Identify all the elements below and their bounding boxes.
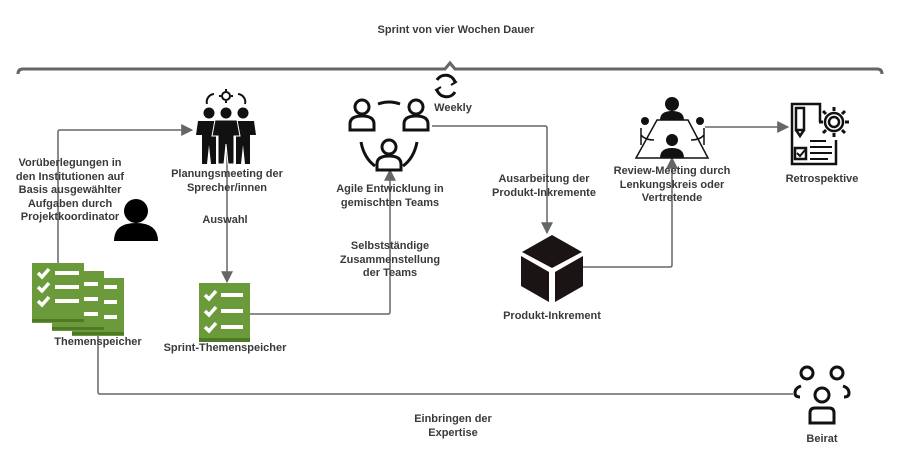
edge-label-ausarbeitung: Ausarbeitung der Produkt-Inkremente — [492, 173, 596, 199]
connector-sprint-to-agile — [250, 168, 396, 315]
checklist-stack-icon — [32, 263, 124, 336]
edge-label-vorueberlegungen: Vorüberlegungen in den Institutionen auf… — [15, 157, 125, 223]
node-label-themenspeicher: Themenspeicher — [54, 336, 142, 348]
team-cycle-icon — [348, 98, 430, 172]
node-label-review-meeting: Review-Meeting durch Lenkungskreis oder … — [613, 165, 731, 204]
connector-themenspeicher-to-planung — [57, 124, 194, 265]
node-label-beirat: Beirat — [806, 433, 838, 445]
node-label-retrospektive: Retrospektive — [785, 173, 859, 185]
conference-table-icon — [634, 97, 710, 159]
sprint-brace — [16, 60, 884, 75]
edge-label-auswahl: Auswahl — [202, 214, 248, 226]
group-icon — [793, 365, 851, 425]
edge-label-selbststaendige: Selbstständige Zusammenstellung der Team… — [339, 240, 441, 279]
node-label-weekly: Weekly — [434, 102, 472, 114]
connector-produkt-to-review — [583, 156, 678, 268]
sprint-title: Sprint von vier Wochen Dauer — [377, 24, 535, 36]
node-label-agile-entwicklung: Agile Entwicklung in gemischten Teams — [336, 183, 444, 209]
team-meeting-icon — [196, 89, 256, 165]
document-gear-icon — [790, 102, 849, 166]
refresh-cycle-icon — [434, 73, 458, 99]
connector-agile-to-produkt — [432, 125, 553, 235]
node-label-produkt-inkrement: Produkt-Inkrement — [503, 310, 601, 322]
connector-themenspeicher-to-beirat — [97, 326, 793, 395]
cube-icon — [521, 235, 583, 302]
node-label-planungsmeeting: Planungsmeeting der Sprecher/innen — [171, 168, 283, 194]
checklist-icon — [199, 283, 250, 342]
person-icon — [114, 199, 158, 241]
edge-label-einbringen: Einbringen der Expertise — [414, 413, 492, 439]
node-label-sprint-themenspeicher: Sprint-Themenspeicher — [163, 342, 287, 354]
